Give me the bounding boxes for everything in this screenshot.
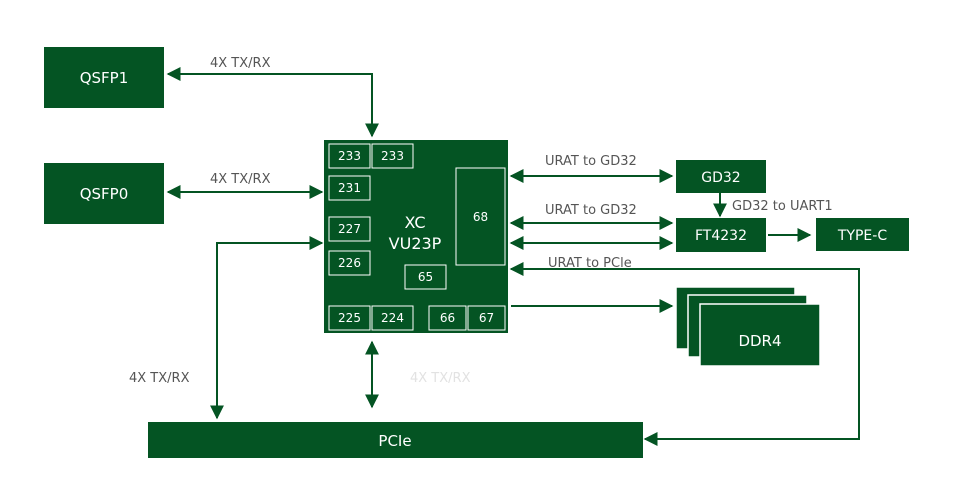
qsfp1-block	[44, 47, 164, 108]
bank-233b-box	[371, 143, 414, 169]
ft4232-block	[676, 218, 766, 252]
bank-66-label: 66	[440, 311, 455, 325]
pcie-uart-link-label: URAT to PCle	[548, 256, 632, 271]
typec-label: TYPE-C	[837, 228, 887, 244]
bank-227-box	[328, 216, 371, 242]
bank-65-label: 65	[418, 270, 433, 284]
qsfp0-link-label: 4X TX/RX	[210, 172, 271, 187]
bank-224-box	[371, 305, 414, 331]
bank-65-box	[404, 264, 447, 290]
bank-67-box	[467, 305, 506, 331]
fpga-label-line2: VU23P	[389, 234, 442, 253]
bank-67-label: 67	[479, 311, 494, 325]
qsfp1-label: QSFP1	[80, 69, 129, 87]
qsfp1-link-label: 4X TX/RX	[210, 56, 271, 71]
gd32-link-label: URAT to GD32	[545, 154, 637, 169]
qsfp0-block	[44, 163, 164, 224]
ft4232-label: FT4232	[695, 228, 747, 244]
pcie-block	[148, 422, 643, 458]
pcie-uart-connector	[509, 262, 860, 446]
fpga-label-line1: XC	[405, 213, 426, 232]
bank-226-label: 226	[338, 256, 361, 270]
bank-226-box	[328, 250, 371, 276]
ddr4-chip-front	[699, 303, 821, 367]
bank-233a-box	[328, 143, 371, 169]
gd32-to-uart-label: GD32 to UART1	[732, 199, 833, 214]
bank-231-label: 231	[338, 181, 361, 195]
fpga-block	[324, 140, 508, 333]
bank-227-label: 227	[338, 222, 361, 236]
bank-233a-label: 233	[338, 149, 361, 163]
bank-233b-label: 233	[381, 149, 404, 163]
qsfp1-fpga-connector	[166, 67, 379, 138]
bank-68-box	[455, 167, 506, 266]
ft4232-link-label: URAT to GD32	[545, 203, 637, 218]
bank-225-box	[328, 305, 371, 331]
qsfp0-label: QSFP0	[80, 185, 129, 203]
bank-68-label: 68	[473, 210, 488, 224]
gd32-block	[676, 160, 766, 193]
bank-224-label: 224	[381, 311, 404, 325]
pcie-left-connector	[210, 236, 324, 420]
pcie-left-link-label: 4X TX/RX	[129, 371, 190, 386]
pcie-center-link-label: 4X TX/RX	[410, 371, 471, 386]
bank-225-label: 225	[338, 311, 361, 325]
bank-66-box	[428, 305, 467, 331]
pcie-label: PCIe	[378, 432, 411, 450]
bank-231-box	[328, 175, 371, 201]
ddr4-label: DDR4	[738, 332, 781, 350]
gd32-label: GD32	[701, 170, 740, 186]
typec-block	[816, 218, 909, 251]
